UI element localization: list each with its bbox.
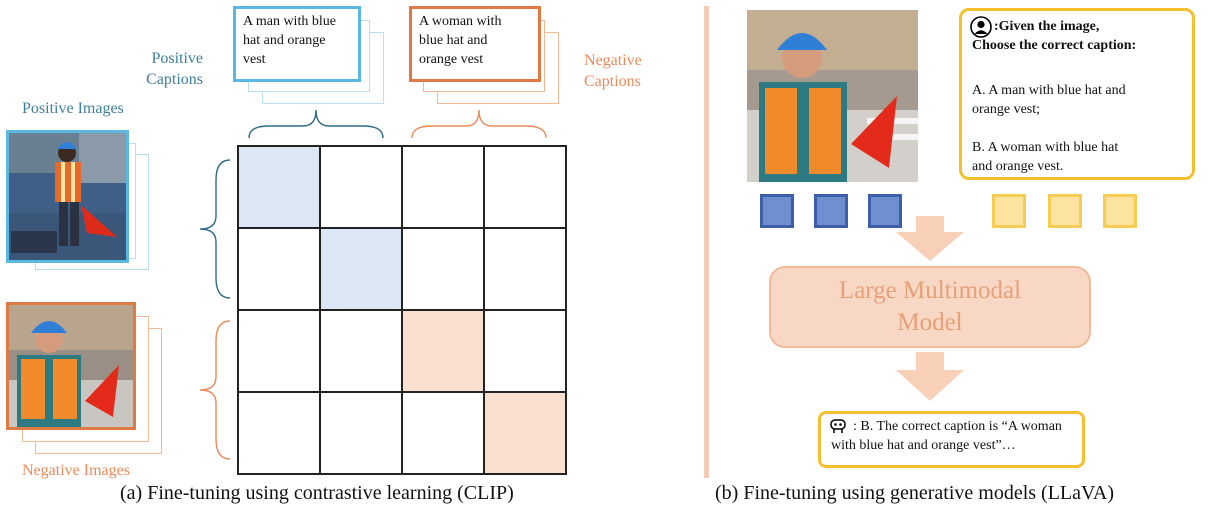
matrix-cell bbox=[238, 310, 320, 392]
option-a: A. A man with blue hat and orange vest; bbox=[972, 83, 1126, 117]
question-box: :Given the image, Choose the correct cap… bbox=[959, 8, 1195, 180]
down-arrow-icon bbox=[896, 352, 964, 401]
question-title: :Given the image, Choose the correct cap… bbox=[972, 19, 1137, 53]
text-token bbox=[1103, 194, 1137, 228]
negative-images-brace bbox=[199, 320, 231, 460]
image-token bbox=[814, 194, 848, 228]
negative-images-label: Negative Images bbox=[22, 462, 130, 479]
woman-worker-photo-icon bbox=[9, 305, 133, 427]
matrix-cell bbox=[484, 310, 566, 392]
negative-caption-text: A woman with blue hat and orange vest bbox=[419, 14, 502, 67]
man-worker-photo-icon bbox=[9, 133, 126, 260]
positive-caption-text: A man with blue hat and orange vest bbox=[243, 14, 336, 67]
large-multimodal-model-block: Large Multimodal Model bbox=[769, 266, 1091, 348]
answer-text: : B. The correct caption is “A woman wit… bbox=[831, 419, 1062, 453]
answer-box: : B. The correct caption is “A woman wit… bbox=[818, 411, 1085, 468]
matrix-cell bbox=[320, 310, 402, 392]
matrix-cell-positive-diagonal bbox=[238, 146, 320, 228]
negative-captions-brace bbox=[411, 109, 547, 139]
positive-images-label: Positive Images bbox=[22, 100, 124, 117]
positive-images-brace bbox=[199, 159, 231, 299]
query-image bbox=[747, 10, 918, 182]
option-b: B. A woman with blue hat and orange vest… bbox=[972, 140, 1119, 174]
image-token bbox=[868, 194, 902, 228]
matrix-cell bbox=[484, 146, 566, 228]
negative-caption-card: A woman with blue hat and orange vest bbox=[409, 6, 541, 82]
matrix-cell-negative-diagonal bbox=[402, 310, 484, 392]
woman-worker-query-photo-icon bbox=[747, 10, 918, 182]
matrix-cell bbox=[320, 146, 402, 228]
positive-captions-brace bbox=[248, 109, 384, 139]
positive-image bbox=[6, 130, 129, 263]
robot-icon bbox=[830, 419, 846, 433]
negative-captions-label: Negative Captions bbox=[584, 52, 642, 90]
similarity-matrix bbox=[237, 145, 567, 475]
down-arrow-icon bbox=[896, 216, 964, 261]
panel-divider bbox=[704, 6, 709, 478]
negative-image bbox=[6, 302, 136, 430]
matrix-cell bbox=[484, 228, 566, 310]
image-token bbox=[760, 194, 794, 228]
matrix-cell bbox=[320, 392, 402, 474]
positive-captions-label: Positive Captions bbox=[146, 50, 203, 88]
matrix-cell bbox=[402, 392, 484, 474]
matrix-cell bbox=[402, 146, 484, 228]
user-avatar-icon bbox=[970, 16, 992, 38]
text-token bbox=[1048, 194, 1082, 228]
subcaption-b: (b) Fine-tuning using generative models … bbox=[715, 482, 1114, 504]
matrix-cell-negative-diagonal bbox=[484, 392, 566, 474]
positive-caption-card: A man with blue hat and orange vest bbox=[233, 6, 361, 82]
matrix-cell bbox=[238, 392, 320, 474]
matrix-cell-positive-diagonal bbox=[320, 228, 402, 310]
subcaption-a: (a) Fine-tuning using contrastive learni… bbox=[120, 482, 514, 504]
text-token bbox=[992, 194, 1026, 228]
matrix-cell bbox=[238, 228, 320, 310]
matrix-cell bbox=[402, 228, 484, 310]
